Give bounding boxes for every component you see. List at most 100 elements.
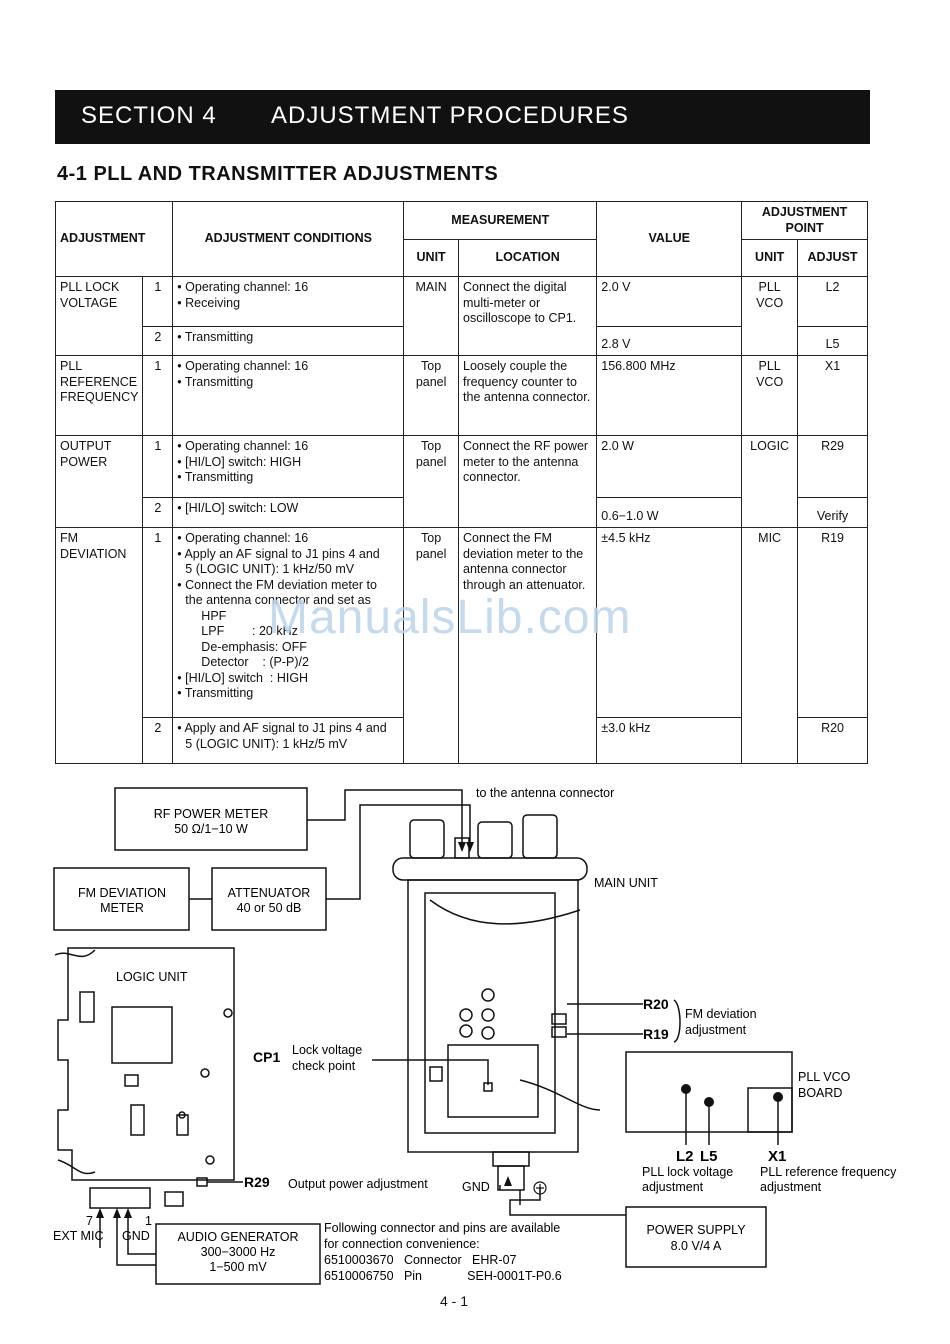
row-adjust: X1 — [797, 355, 868, 436]
section-number: SECTION 4 — [81, 102, 217, 129]
row-conditions: • Transmitting — [172, 326, 405, 356]
svg-text:6510006750 Pin S: 6510006750 Pin SEH-0001T-P0.6 — [324, 1269, 562, 1283]
row-adjust: L2 — [797, 276, 868, 327]
svg-text:1−500 mV: 1−500 mV — [209, 1260, 267, 1274]
row-unit: Top panel — [403, 355, 460, 436]
fm-meter-label: FM DEVIATION — [78, 886, 166, 900]
arrow-icon — [458, 842, 466, 852]
l5-icon — [704, 1097, 714, 1107]
svg-text:PLL VCO: PLL VCO — [798, 1070, 851, 1084]
l2-icon — [681, 1084, 691, 1094]
row-step: 2 — [142, 326, 174, 356]
row-value: 156.800 MHz — [596, 355, 743, 436]
svg-text:check point: check point — [292, 1059, 356, 1073]
logic-unit-label: LOGIC UNIT — [116, 970, 188, 984]
radio-top-panel — [392, 857, 588, 881]
r20-label: R20 — [643, 996, 669, 1012]
svg-text:7: 7 — [86, 1214, 93, 1228]
svg-text:FM deviation: FM deviation — [685, 1007, 757, 1021]
row-step: 1 — [142, 355, 174, 436]
svg-text:40 or 50 dB: 40 or 50 dB — [237, 901, 302, 915]
subsection-title: 4-1 PLL AND TRANSMITTER ADJUSTMENTS — [57, 163, 499, 185]
svg-text:1: 1 — [145, 1214, 152, 1228]
row-conditions: • Operating channel: 16 • Transmitting — [172, 355, 405, 436]
table-row: PLL LOCK VOLTAGE 1 • Operating channel: … — [54, 276, 868, 356]
header-point-unit: UNIT — [741, 239, 799, 277]
table-row: OUTPUT POWER 1 • Operating channel: 16 •… — [54, 435, 868, 528]
power-supply-label: POWER SUPPLY — [646, 1223, 746, 1237]
row-value: 0.6−1.0 W — [596, 497, 743, 528]
connection-diagram: RF POWER METER 50 Ω/1−10 W FM DEVIATION … — [53, 786, 897, 1285]
row-conditions: • Operating channel: 16 • Receiving — [172, 276, 405, 327]
row-point-unit: PLL VCO — [741, 276, 799, 356]
row-unit: Top panel — [403, 435, 460, 528]
row-value: 2.0 W — [596, 435, 743, 498]
row-name: PLL REFERENCE FREQUENCY — [54, 355, 144, 436]
row-conditions: • Operating channel: 16 • [HI/LO] switch… — [172, 435, 405, 498]
svg-text:METER: METER — [100, 901, 144, 915]
rf-meter-label: RF POWER METER — [154, 807, 269, 821]
row-value: 2.8 V — [596, 326, 743, 356]
svg-text:PLL reference frequency: PLL reference frequency — [760, 1165, 897, 1179]
header-adjustment: ADJUSTMENT — [54, 201, 174, 277]
attenuator-label: ATTENUATOR — [228, 886, 311, 900]
table-row: PLL REFERENCE FREQUENCY 1 • Operating ch… — [54, 355, 868, 436]
row-name: PLL LOCK VOLTAGE — [54, 276, 144, 356]
audio-gen-label: AUDIO GENERATOR — [177, 1230, 298, 1244]
cp1-label: CP1 — [253, 1049, 280, 1065]
section-title: ADJUSTMENT PROCEDURES — [271, 102, 629, 129]
arrow-up-icon — [124, 1208, 132, 1218]
row-point-unit: MIC — [741, 527, 799, 764]
ext-mic-label: EXT MIC — [53, 1229, 103, 1243]
table-row: 2 • Transmitting 2.8 V L5 — [56, 326, 868, 356]
row-conditions: • Apply and AF signal to J1 pins 4 and 5… — [172, 717, 405, 764]
x1-icon — [773, 1092, 783, 1102]
svg-text:adjustment: adjustment — [642, 1180, 704, 1194]
svg-text:Output power adjustment: Output power adjustment — [288, 1177, 428, 1191]
table-row: 2 • [HI/LO] switch: LOW 0.6−1.0 W Verify — [56, 497, 868, 528]
row-point-unit: PLL VCO — [741, 355, 799, 436]
row-adjust: Verify — [797, 497, 868, 528]
svg-text:6510003670 Connector EHR-0: 6510003670 Connector EHR-07 — [324, 1253, 517, 1267]
svg-text:8.0 V/4 A: 8.0 V/4 A — [671, 1239, 722, 1253]
header-location: LOCATION — [458, 239, 598, 277]
row-value: 2.0 V — [596, 276, 743, 327]
header-measurement: MEASUREMENT — [403, 201, 598, 240]
table-row: FM DEVIATION 1 • Operating channel: 16 •… — [54, 527, 868, 764]
plus-terminal-icon — [533, 1181, 547, 1195]
l2-label: L2 — [676, 1148, 694, 1165]
row-adjust: R19 — [797, 527, 868, 718]
logic-unit-board — [57, 947, 235, 1181]
header-conditions: ADJUSTMENT CONDITIONS — [172, 201, 405, 277]
l5-label: L5 — [700, 1148, 718, 1165]
svg-text:adjustment: adjustment — [685, 1023, 747, 1037]
row-adjust: L5 — [797, 326, 868, 356]
svg-text:adjustment: adjustment — [760, 1180, 822, 1194]
svg-text:for connection convenience:: for connection convenience: — [324, 1237, 480, 1251]
rf-power-meter-box — [114, 787, 308, 851]
row-location: Connect the RF power meter to the antenn… — [458, 435, 598, 528]
row-unit: MAIN — [403, 276, 460, 356]
r29-label: R29 — [244, 1174, 270, 1190]
svg-text:Lock voltage: Lock voltage — [292, 1043, 362, 1057]
svg-text:BOARD: BOARD — [798, 1086, 842, 1100]
svg-text:300−3000 Hz: 300−3000 Hz — [201, 1245, 276, 1259]
svg-text:GND: GND — [122, 1229, 150, 1243]
row-location: Connect the digital multi-meter or oscil… — [458, 276, 598, 356]
row-name: FM DEVIATION — [54, 527, 144, 764]
row-conditions: • [HI/LO] switch: LOW — [172, 497, 405, 528]
row-unit: Top panel — [403, 527, 460, 764]
header-adjustment-point: ADJUSTMENT POINT — [741, 201, 868, 240]
page-number: 4 - 1 — [440, 1293, 469, 1309]
row-value: ±4.5 kHz — [596, 527, 743, 718]
adjustment-table: ADJUSTMENT ADJUSTMENT CONDITIONS MEASURE… — [54, 201, 868, 764]
row-point-unit: LOGIC — [741, 435, 799, 528]
header-value: VALUE — [596, 201, 743, 277]
power-supply-box — [625, 1206, 767, 1268]
r19-label: R19 — [643, 1026, 669, 1042]
header-adjust: ADJUST — [797, 239, 868, 277]
row-location: Connect the FM deviation meter to the an… — [458, 527, 598, 764]
row-adjust: R29 — [797, 435, 868, 498]
row-location: Loosely couple the frequency counter to … — [458, 355, 598, 436]
row-step: 2 — [142, 717, 174, 764]
